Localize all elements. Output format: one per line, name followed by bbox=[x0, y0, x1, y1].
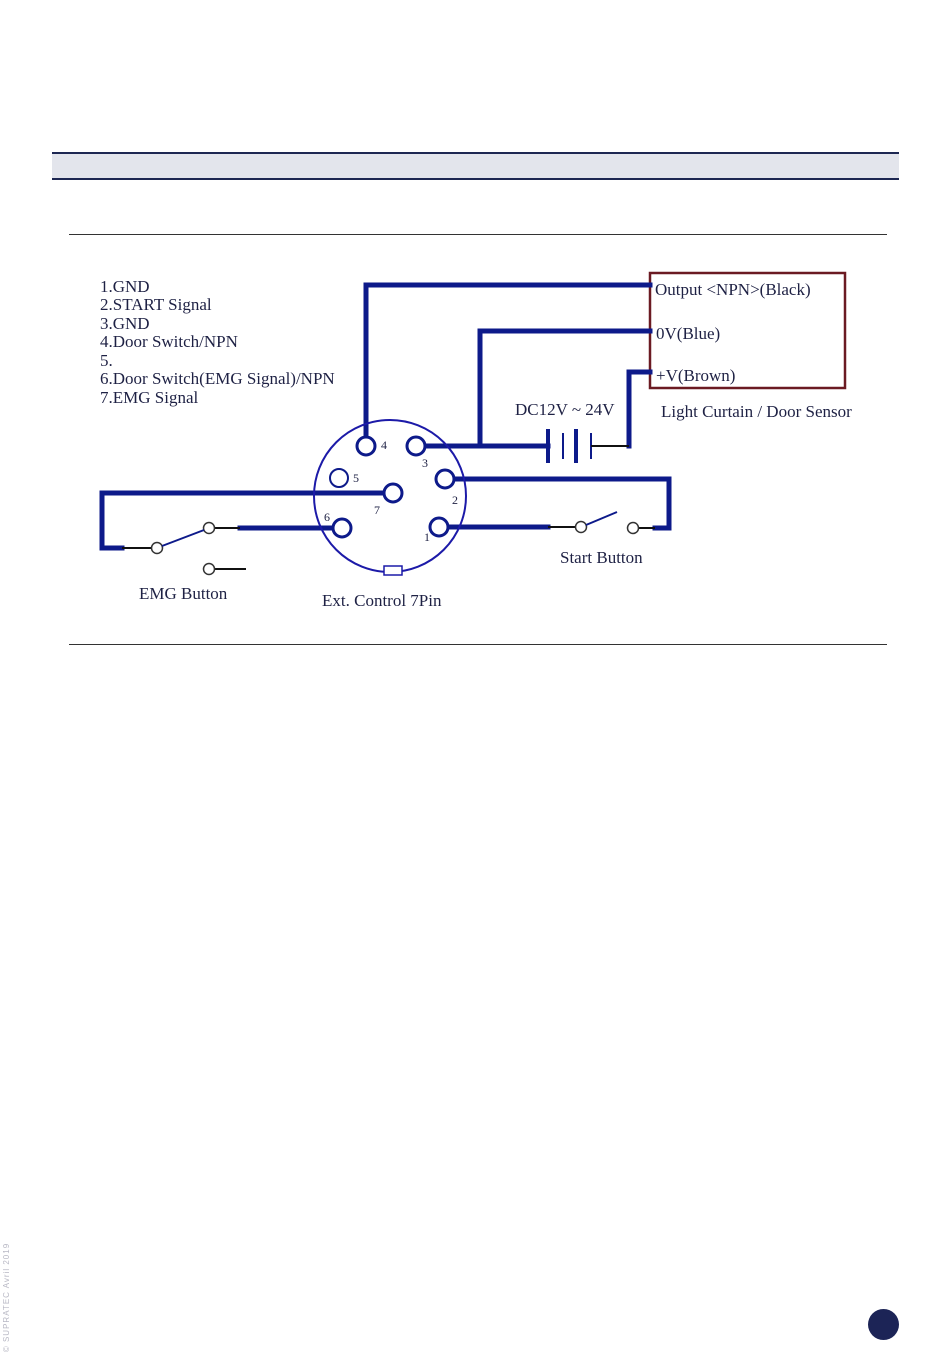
sensor-caption: Light Curtain / Door Sensor bbox=[661, 402, 852, 421]
wire-battery-to-plus-v bbox=[629, 372, 650, 446]
power-label: DC12V ~ 24V bbox=[515, 400, 615, 419]
pin-legend-1: 1.GND bbox=[100, 277, 150, 296]
pin-legend-3: 3.GND bbox=[100, 314, 150, 333]
connector-caption: Ext. Control 7Pin bbox=[322, 591, 442, 610]
emg-button-label: EMG Button bbox=[139, 584, 228, 603]
start-terminal-right bbox=[628, 523, 639, 534]
emg-terminal-common bbox=[152, 543, 163, 554]
pin-legend-2: 2.START Signal bbox=[100, 295, 212, 314]
pin-number-4: 4 bbox=[381, 438, 387, 452]
battery-symbol bbox=[548, 429, 600, 463]
connector-pin-3 bbox=[407, 437, 425, 455]
start-switch-blade bbox=[586, 512, 617, 525]
pin-legend: 1.GND 2.START Signal 3.GND 4.Door Switch… bbox=[100, 277, 335, 407]
pin-legend-6: 6.Door Switch(EMG Signal)/NPN bbox=[100, 369, 335, 388]
pin-number-2: 2 bbox=[452, 493, 458, 507]
wire-pin2-to-start bbox=[445, 479, 669, 528]
emg-switch bbox=[152, 523, 215, 575]
pin-legend-5: 5. bbox=[100, 351, 113, 370]
connector-pin-4 bbox=[357, 437, 375, 455]
start-button-label: Start Button bbox=[560, 548, 643, 567]
copyright-footer: © SUPRATEC Avril 2019 bbox=[0, 1238, 14, 1356]
pin-number-3: 3 bbox=[422, 456, 428, 470]
sensor-output-label: Output <NPN>(Black) bbox=[655, 280, 811, 299]
pin-number-6: 6 bbox=[324, 510, 330, 524]
emg-switch-blade bbox=[162, 530, 204, 546]
connector-pin-7 bbox=[384, 484, 402, 502]
copyright-text: © SUPRATEC Avril 2019 bbox=[3, 1242, 12, 1351]
pin-legend-4: 4.Door Switch/NPN bbox=[100, 332, 238, 351]
connector-pin-1 bbox=[430, 518, 448, 536]
start-switch bbox=[576, 512, 639, 534]
page-number-badge bbox=[868, 1309, 899, 1340]
sensor-0v-label: 0V(Blue) bbox=[656, 324, 720, 343]
pin-legend-7: 7.EMG Signal bbox=[100, 388, 199, 407]
emg-terminal-closed bbox=[204, 523, 215, 534]
connector-key bbox=[384, 566, 402, 575]
connector-pin-5 bbox=[330, 469, 348, 487]
sensor-plus-v-label: +V(Brown) bbox=[656, 366, 735, 385]
emg-terminal-open bbox=[204, 564, 215, 575]
start-terminal-left bbox=[576, 522, 587, 533]
connector-7pin: 4 3 5 2 7 6 1 bbox=[314, 420, 466, 575]
connector-pin-6 bbox=[333, 519, 351, 537]
pin-number-5: 5 bbox=[353, 471, 359, 485]
wire-0v-to-pin3 bbox=[425, 331, 650, 446]
pin-number-7: 7 bbox=[374, 503, 380, 517]
connector-pin-2 bbox=[436, 470, 454, 488]
pin-number-1: 1 bbox=[424, 530, 430, 544]
